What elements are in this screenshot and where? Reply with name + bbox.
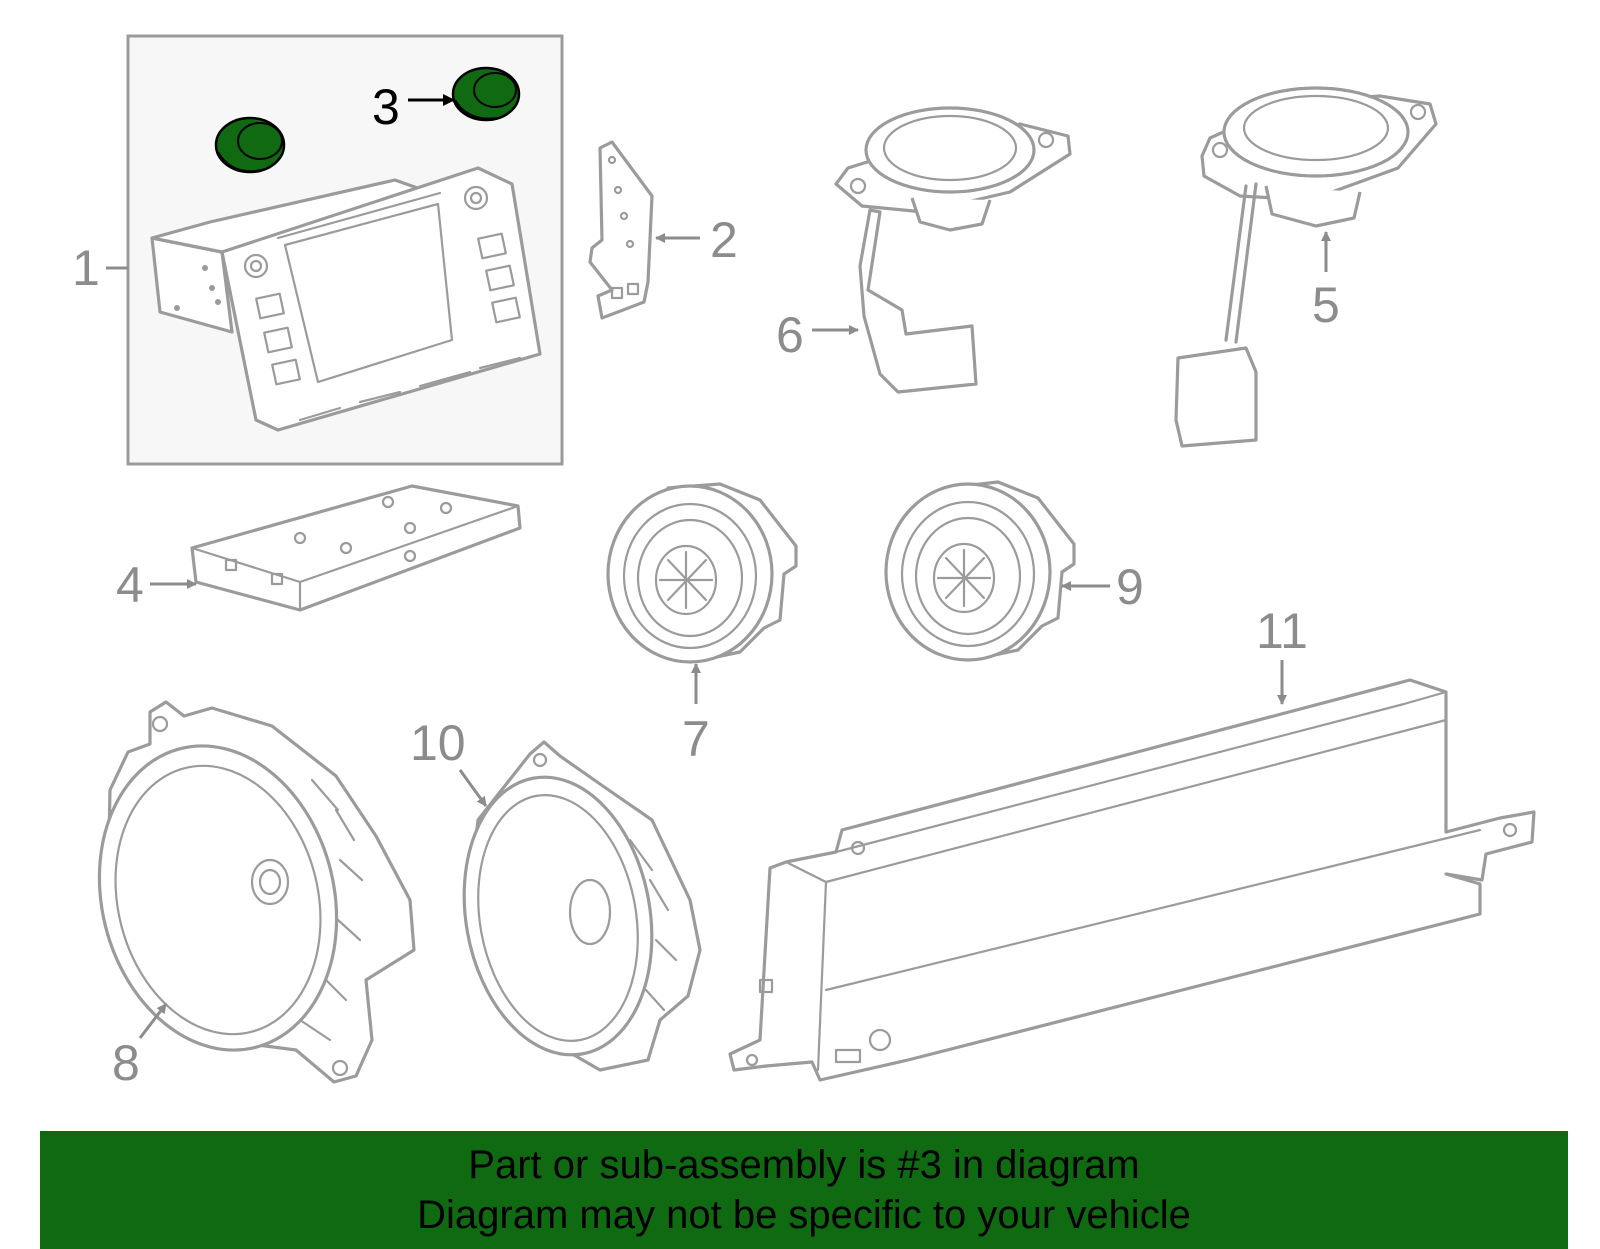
part-5-tweeter-with-wire[interactable]	[1174, 86, 1438, 448]
callout-3-label: 3	[372, 79, 400, 135]
part-9-speaker[interactable]	[884, 480, 1076, 662]
part-3-knob[interactable]	[214, 66, 521, 174]
callout-6: 6	[776, 307, 859, 363]
callout-1-label: 1	[72, 240, 100, 296]
knob-left	[214, 116, 286, 174]
part-10-speaker[interactable]	[443, 740, 702, 1072]
callout-11: 11	[1256, 603, 1308, 705]
part-1-radio-head-unit[interactable]	[150, 166, 542, 432]
callout-8: 8	[112, 1003, 168, 1091]
callout-9-label: 9	[1116, 559, 1144, 615]
footer-banner: Part or sub-assembly is #3 in diagram Di…	[40, 1131, 1568, 1249]
part-2-bracket[interactable]	[588, 140, 654, 320]
callout-10: 10	[410, 715, 488, 807]
callout-2-label: 2	[710, 212, 738, 268]
callout-5: 5	[1312, 231, 1340, 333]
callout-4: 4	[116, 557, 197, 613]
callout-10-label: 10	[410, 715, 466, 771]
callout-2: 2	[655, 212, 738, 268]
part-4-module[interactable]	[190, 484, 522, 612]
callout-1: 1	[72, 240, 128, 296]
knob-right	[451, 66, 521, 122]
callout-6-label: 6	[776, 307, 804, 363]
callout-11-label: 11	[1256, 603, 1308, 659]
callout-9: 9	[1061, 559, 1144, 615]
callout-8-label: 8	[112, 1035, 140, 1091]
footer-line-2: Diagram may not be specific to your vehi…	[417, 1193, 1191, 1237]
callout-7-label: 7	[682, 711, 710, 767]
callout-5-label: 5	[1312, 277, 1340, 333]
footer-line-1: Part or sub-assembly is #3 in diagram	[468, 1143, 1140, 1187]
part-6-tweeter-with-bracket[interactable]	[834, 106, 1072, 394]
callout-3: 3	[372, 79, 455, 135]
callout-7: 7	[682, 663, 710, 767]
part-7-speaker[interactable]	[606, 482, 798, 664]
part-8-large-speaker[interactable]	[68, 700, 416, 1084]
part-11-amplifier[interactable]	[728, 678, 1536, 1082]
callout-4-label: 4	[116, 557, 144, 613]
